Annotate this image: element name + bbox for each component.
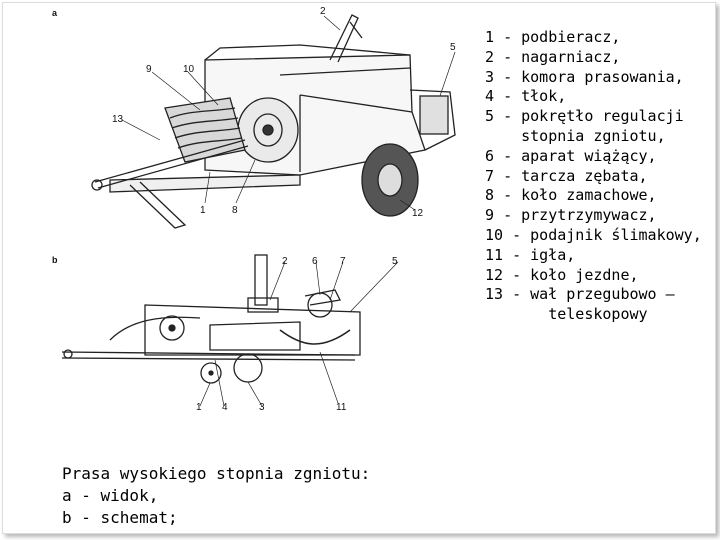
legend-number: 9 <box>485 206 495 225</box>
callout-b-4: 4 <box>222 402 228 413</box>
legend-row: 6 - aparat wiążący, <box>485 147 717 167</box>
legend-number: 3 <box>485 67 495 86</box>
sub-label-b: b <box>52 255 58 265</box>
callout-b-2: 2 <box>282 256 288 267</box>
legend-text: - tłok, <box>503 87 567 106</box>
callout-a-12: 12 <box>412 208 424 219</box>
legend-row: 8 - koło zamachowe, <box>485 186 717 206</box>
callout-b-3: 3 <box>259 402 265 413</box>
legend-number: 11 <box>485 245 504 264</box>
legend-text: - podajnik ślimakowy, <box>512 225 702 244</box>
legend-row: 1 - podbieracz, <box>485 28 717 48</box>
legend-row: 5 - pokrętło regulacji <box>485 107 717 127</box>
legend-text: - wał przegubowo – <box>512 285 675 304</box>
callout-a-10: 10 <box>183 64 195 75</box>
legend-text: - koło jezdne, <box>512 265 639 284</box>
legend-number: 7 <box>485 166 495 185</box>
callout-b-6: 6 <box>312 256 318 267</box>
legend-text: - nagarniacz, <box>503 47 621 66</box>
legend-text: - tarcza zębata, <box>503 166 648 185</box>
legend-row: 11 - igła, <box>485 246 717 266</box>
legend-number: 13 <box>485 285 504 304</box>
legend-number: 1 <box>485 28 495 46</box>
figure-caption: Prasa wysokiego stopnia zgniotu: a - wid… <box>62 463 370 529</box>
legend-text: - aparat wiążący, <box>503 146 657 165</box>
legend-number: 10 <box>485 225 504 244</box>
baler-view-b: b <box>52 254 399 407</box>
legend-text: teleskopowy <box>494 305 648 324</box>
callout-b-11: 11 <box>336 402 347 413</box>
legend-number: 2 <box>485 47 495 66</box>
legend: 1 - podbieracz, 2 - nagarniacz, 3 - komo… <box>485 28 717 325</box>
legend-text: - koło zamachowe, <box>503 186 657 205</box>
callout-a-5: 5 <box>450 42 456 53</box>
callouts-b: 1 2 3 4 5 6 7 11 <box>196 256 398 413</box>
legend-text: - przytrzymywacz, <box>503 206 657 225</box>
callout-b-5: 5 <box>392 256 398 267</box>
legend-number: 4 <box>485 87 495 106</box>
callout-a-2: 2 <box>320 6 326 17</box>
sub-label-a: a <box>52 8 58 18</box>
legend-number: 5 <box>485 107 495 126</box>
legend-row: 9 - przytrzymywacz, <box>485 206 717 226</box>
legend-row: 4 - tłok, <box>485 87 717 107</box>
callout-a-8: 8 <box>232 205 238 216</box>
caption-line: Prasa wysokiego stopnia zgniotu: <box>62 464 371 483</box>
legend-row: 3 - komora prasowania, <box>485 68 717 88</box>
callout-a-13: 13 <box>112 114 124 125</box>
legend-number: 12 <box>485 265 504 284</box>
legend-row: stopnia zgniotu, <box>485 127 717 147</box>
callouts-a: 1 2 5 8 9 10 12 13 <box>112 6 456 219</box>
legend-text: - igła, <box>512 245 576 264</box>
legend-text: - podbieracz, <box>503 28 621 46</box>
legend-text: - komora prasowania, <box>503 67 684 86</box>
legend-row: 13 - wał przegubowo – <box>485 285 717 305</box>
callout-a-1: 1 <box>200 205 206 216</box>
legend-number: 6 <box>485 146 495 165</box>
legend-text: - pokrętło regulacji <box>503 107 684 126</box>
legend-row: 10 - podajnik ślimakowy, <box>485 226 717 246</box>
legend-row: 12 - koło jezdne, <box>485 266 717 286</box>
callout-b-7: 7 <box>340 256 346 267</box>
callout-b-1: 1 <box>196 402 202 413</box>
caption-line: a - widok, <box>62 486 159 505</box>
legend-row: 7 - tarcza zębata, <box>485 167 717 187</box>
callout-a-9: 9 <box>146 64 152 75</box>
legend-number: 8 <box>485 186 495 205</box>
baler-figure: a 1 2 5 8 9 10 1 <box>52 6 456 413</box>
caption-line: b - schemat; <box>62 508 178 527</box>
legend-row: teleskopowy <box>485 305 717 325</box>
baler-view-a: a <box>52 8 456 229</box>
legend-row: 2 - nagarniacz, <box>485 48 717 68</box>
legend-text: stopnia zgniotu, <box>494 126 666 145</box>
